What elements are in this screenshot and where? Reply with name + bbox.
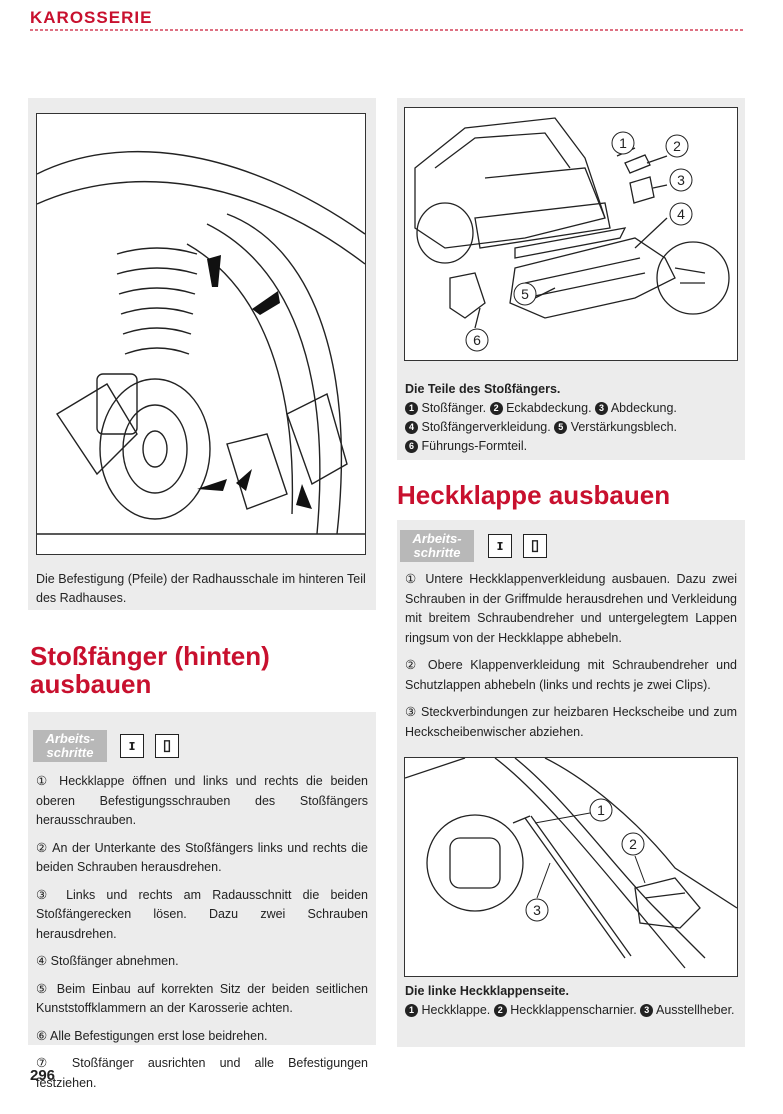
callout-1: 1 xyxy=(611,131,635,155)
figure-bumper-parts: 1 2 3 4 5 6 xyxy=(404,107,738,361)
badge-line1: Arbeits- xyxy=(45,731,95,746)
arrow-marker xyxy=(296,484,312,509)
figure-tailgate: 1 2 3 xyxy=(404,757,738,977)
work-steps-badge: Arbeits- schritte xyxy=(33,730,107,762)
num-badge: 2 xyxy=(493,1004,507,1017)
svg-text:2: 2 xyxy=(673,138,681,154)
caption-item: Ausstellheber. xyxy=(656,1003,735,1017)
callout-3: 3 xyxy=(525,898,549,922)
svg-text:6: 6 xyxy=(473,332,481,348)
svg-text:3: 3 xyxy=(533,902,541,918)
arrow-marker xyxy=(252,291,280,315)
work-steps-badge: Arbeits- schritte xyxy=(400,530,474,562)
badge-line1: Arbeits- xyxy=(412,531,462,546)
callout-3: 3 xyxy=(669,168,693,192)
caption-item: Führungs-Formteil. xyxy=(421,439,528,453)
tailgate-steps-list: ① Untere Heckklappenverkleidung ausbauen… xyxy=(405,570,737,750)
num-badge: 3 xyxy=(640,1004,654,1017)
difficulty-level-icon: ▯ xyxy=(523,534,547,558)
step-item: ⑥ Alle Befestigungen erst lose beidrehen… xyxy=(36,1028,268,1043)
num-badge: 6 xyxy=(405,440,418,453)
caption-item: Abdeckung. xyxy=(610,401,677,415)
figure-tailgate-caption: Die linke Heckklappenseite. 1 Heckklappe… xyxy=(405,982,735,1020)
badge-line2: schritte xyxy=(413,545,461,560)
num-badge: 4 xyxy=(405,421,418,434)
caption-title: Die linke Heckklappenseite. xyxy=(405,984,569,998)
callout-2: 2 xyxy=(665,134,689,158)
step-item: ③ Links und rechts am Radausschnitt die … xyxy=(36,887,368,941)
wrench-icon: ɪ xyxy=(120,734,144,758)
wrench-icon: ɪ xyxy=(488,534,512,558)
badge-line2: schritte xyxy=(46,745,94,760)
step-item: ⑦ Stoßfänger ausrichten und alle Befesti… xyxy=(36,1056,368,1090)
caption-item: Eckabdeckung. xyxy=(506,401,592,415)
tailgate-section-title: Heckklappe ausbauen xyxy=(397,480,671,510)
tailgate-illustration: 1 2 3 xyxy=(405,758,737,969)
svg-text:1: 1 xyxy=(597,802,605,818)
num-badge: 5 xyxy=(554,421,568,434)
num-badge: 1 xyxy=(405,402,418,415)
bumper-steps-list: ① Heckklappe öffnen und links und rechts… xyxy=(36,772,368,1101)
step-item: ④ Stoßfänger abnehmen. xyxy=(36,954,179,968)
num-badge: 2 xyxy=(489,402,503,415)
caption-item: Stoßfängerverkleidung. xyxy=(421,420,551,434)
svg-text:2: 2 xyxy=(629,836,637,852)
arrow-marker xyxy=(197,479,227,491)
arrow-marker xyxy=(236,469,252,491)
header-rule xyxy=(30,29,745,31)
bumper-title-line1: Stoßfänger (hinten) xyxy=(30,641,270,671)
wheel-housing-illustration xyxy=(37,150,365,535)
callout-5: 5 xyxy=(513,282,537,306)
caption-item: Heckklappe. xyxy=(421,1003,491,1017)
bumper-section-title: Stoßfänger (hinten) ausbauen xyxy=(30,642,370,698)
step-item: ⑤ Beim Einbau auf korrekten Sitz der bei… xyxy=(36,981,368,1016)
svg-text:1: 1 xyxy=(619,135,627,151)
caption-item: Verstärkungsblech. xyxy=(570,420,678,434)
num-badge: 3 xyxy=(595,402,609,415)
bumper-parts-illustration: 1 2 3 4 5 6 xyxy=(414,117,730,352)
step-item: ② Obere Klappenverkleidung mit Schrauben… xyxy=(405,658,737,692)
figure-bumper-caption: Die Teile des Stoßfängers. 1 Stoßfänger.… xyxy=(405,380,735,456)
callout-4: 4 xyxy=(669,202,693,226)
caption-item: Heckklappenscharnier. xyxy=(510,1003,637,1017)
svg-text:4: 4 xyxy=(677,206,685,222)
step-item: ① Untere Heckklappenverkleidung ausbauen… xyxy=(405,572,737,645)
callout-1: 1 xyxy=(589,798,613,822)
callout-2: 2 xyxy=(621,832,645,856)
step-item: ② An der Unterkante des Stoßfängers link… xyxy=(36,840,368,875)
step-item: ③ Steckverbindungen zur heizbaren Hecksc… xyxy=(405,705,737,739)
difficulty-level-icon: ▯ xyxy=(155,734,179,758)
step-item: ① Heckklappe öffnen und links und rechts… xyxy=(36,774,368,827)
bumper-steps-panel xyxy=(28,712,376,1045)
svg-text:3: 3 xyxy=(677,172,685,188)
figure-wheel-housing xyxy=(36,113,366,555)
bumper-title-line2: ausbauen xyxy=(30,669,152,699)
callout-6: 6 xyxy=(465,328,489,352)
svg-text:5: 5 xyxy=(521,286,529,302)
num-badge: 1 xyxy=(405,1004,418,1017)
arrow-marker xyxy=(207,255,221,287)
page-number: 296 xyxy=(30,1067,56,1084)
caption-title: Die Teile des Stoßfängers. xyxy=(405,382,561,396)
section-header: KAROSSERIE xyxy=(30,8,153,27)
figure-left-caption: Die Befestigung (Pfeile) der Radhausscha… xyxy=(36,572,366,605)
caption-item: Stoßfänger. xyxy=(421,401,487,415)
